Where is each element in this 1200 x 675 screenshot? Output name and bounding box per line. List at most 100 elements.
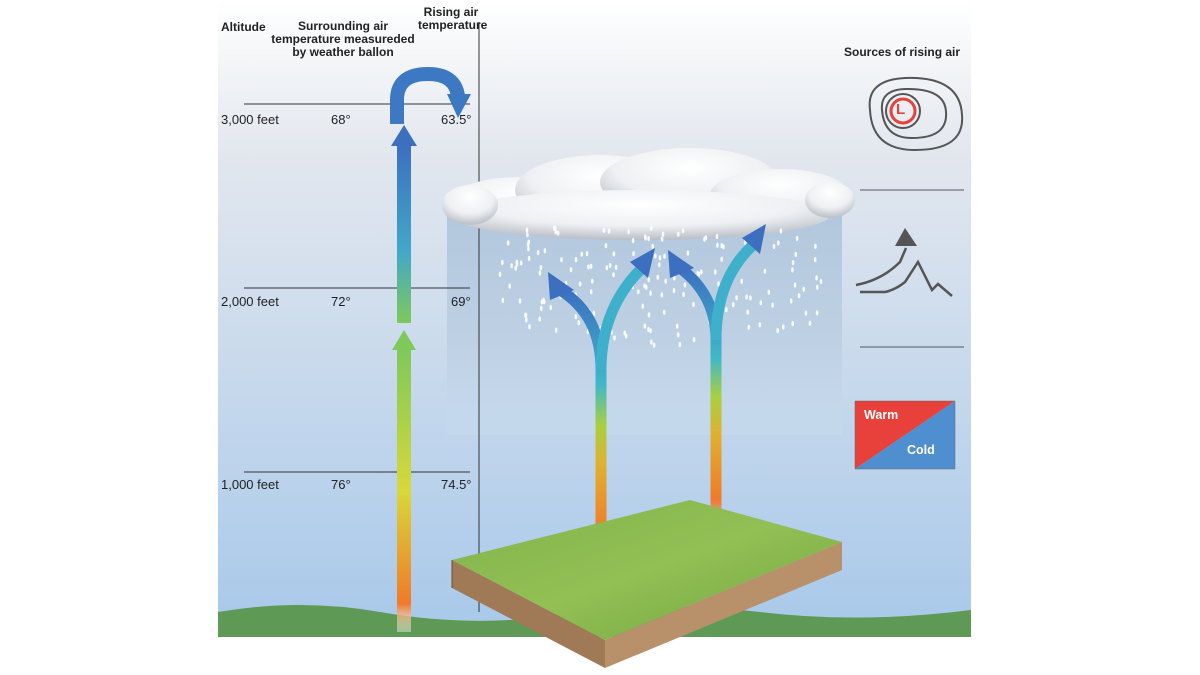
rain-drop xyxy=(632,251,635,257)
rain-drop xyxy=(515,259,519,265)
rain-drop xyxy=(767,289,771,295)
rain-drop xyxy=(649,328,652,334)
rain-drop xyxy=(782,324,785,330)
rain-drop xyxy=(682,291,685,298)
header-surrounding-line2: temperature measureded xyxy=(271,32,415,46)
rain-drop xyxy=(651,243,654,250)
rain-drop xyxy=(672,288,676,294)
rain-drop xyxy=(802,286,805,292)
rain-drop xyxy=(577,320,581,326)
rain-drop xyxy=(804,310,808,316)
rain-drop xyxy=(815,275,818,281)
rain-drop xyxy=(675,323,679,329)
rain-drop xyxy=(612,272,615,278)
header-rising-line2: temperature xyxy=(418,18,488,32)
rain-drop xyxy=(793,282,797,288)
rain-drop xyxy=(540,305,543,312)
rain-drop xyxy=(692,337,696,343)
front-cold-area xyxy=(855,401,955,469)
rain-drop xyxy=(644,235,647,241)
rising-2000: 69° xyxy=(451,294,471,309)
rain-drop xyxy=(614,264,618,270)
rain-drop xyxy=(612,251,616,257)
rain-drop xyxy=(574,257,578,263)
rain-drop xyxy=(527,246,530,252)
rain-drop xyxy=(703,236,706,242)
rain-drop xyxy=(791,267,794,273)
rain-drop xyxy=(519,260,523,266)
rain-drop xyxy=(746,309,749,315)
rain-drop xyxy=(692,301,695,308)
rain-drop xyxy=(794,251,798,258)
rain-drop xyxy=(819,279,823,285)
rain-drop xyxy=(569,267,573,273)
rain-drop xyxy=(553,225,557,231)
rain-drop xyxy=(508,283,512,289)
surrounding-2000: 72° xyxy=(331,294,351,309)
balloon-column-upper xyxy=(397,145,411,323)
rain-drop xyxy=(536,250,540,256)
rain-drop xyxy=(560,257,563,263)
rain-drop xyxy=(678,342,682,348)
rain-drop xyxy=(791,260,795,266)
cloud xyxy=(442,148,855,240)
rain-drop xyxy=(714,269,717,275)
surrounding-1000: 76° xyxy=(331,477,351,492)
rain-drop xyxy=(658,255,662,261)
rain-drop xyxy=(526,232,529,238)
rain-drop xyxy=(539,265,543,271)
rain-drop xyxy=(789,298,793,304)
rain-drop xyxy=(510,263,513,269)
altitude-1000: 1,000 feet xyxy=(221,477,279,492)
rain-drop xyxy=(592,310,596,316)
balloon-arrow-lower-head xyxy=(392,330,416,350)
rain-drop xyxy=(608,262,612,269)
rain-drop xyxy=(815,310,819,316)
header-surrounding-line3: by weather ballon xyxy=(292,45,394,59)
front-cold-label: Cold xyxy=(907,443,935,457)
rain-drop xyxy=(607,228,611,234)
header-rising-line1: Rising air xyxy=(423,5,479,19)
rain-drop xyxy=(791,321,794,327)
rain-drop xyxy=(589,289,593,295)
rain-drop xyxy=(664,278,667,284)
rain-drop xyxy=(514,265,517,271)
rain-drop xyxy=(725,307,728,313)
rain-drop xyxy=(777,240,780,246)
rain-drop xyxy=(686,250,690,256)
rain-drop xyxy=(740,278,743,284)
rain-drop xyxy=(589,263,593,269)
rain-drop xyxy=(808,320,812,326)
rain-drop xyxy=(771,302,774,308)
rain-drop xyxy=(538,270,542,276)
header-rising: Rising air temperature xyxy=(418,5,488,32)
rain-drop xyxy=(716,242,719,248)
rain-drop xyxy=(732,302,735,308)
rain-drop xyxy=(649,290,652,296)
ground-block-side-left xyxy=(452,560,605,668)
rain-drop xyxy=(779,228,783,234)
rain-drop xyxy=(647,312,651,318)
rain-drop xyxy=(525,227,529,233)
front-warm-label: Warm xyxy=(864,408,899,422)
rain-drop xyxy=(602,227,606,233)
rain-drop xyxy=(643,323,647,329)
rain-drop xyxy=(549,304,552,311)
header-surrounding-line1: Surrounding air xyxy=(298,19,388,33)
rain-drop xyxy=(759,300,763,306)
curved-arrow-head xyxy=(447,94,471,118)
rain-drop xyxy=(578,281,582,287)
rain-drop xyxy=(647,326,650,333)
rising-3000: 63.5° xyxy=(441,112,472,127)
altitude-2000: 2,000 feet xyxy=(221,294,279,309)
rain-drop xyxy=(647,277,650,283)
rain-drop xyxy=(696,270,699,277)
rain-drop xyxy=(623,330,626,336)
rain-drop xyxy=(797,293,801,299)
rain-drop xyxy=(758,322,762,328)
rain-drop xyxy=(556,230,560,236)
rain-drop xyxy=(506,240,510,246)
rain-drop xyxy=(527,239,530,245)
rain-column xyxy=(447,205,842,435)
